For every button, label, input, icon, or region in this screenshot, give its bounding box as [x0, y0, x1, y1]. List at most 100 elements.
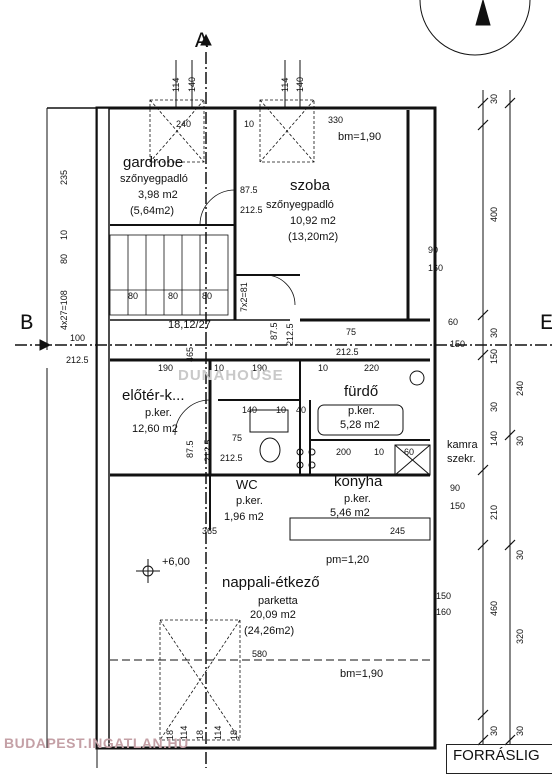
room-furdo-name: fürdő — [344, 383, 379, 400]
room-szoba-area-gross: (13,20m2) — [288, 231, 339, 243]
site-watermark: BUDAPEST.INGATLAN.HU — [4, 735, 189, 751]
room-nappali-area-gross: (24,26m2) — [244, 625, 295, 637]
dim-87-5-c: 87.5 — [185, 440, 195, 458]
dim-240: 240 — [176, 119, 192, 129]
axis-label-b-right: E — [540, 311, 552, 336]
dim-160-a: 160 — [428, 263, 444, 273]
dim-150-b: 150 — [450, 501, 466, 511]
dim-right-460: 460 — [489, 600, 499, 616]
dim-top-114a: 114 — [171, 77, 181, 92]
dim-right-30-g: 30 — [515, 725, 525, 736]
kamra-label-2: szekr. — [447, 453, 476, 465]
room-nappali-floor: parketta — [258, 595, 298, 607]
bm-top-annotation: bm=1,90 — [338, 131, 382, 143]
dim-10: 10 — [244, 119, 255, 129]
dim-right-30-e: 30 — [515, 549, 525, 560]
dim-80: 80 — [59, 253, 69, 264]
dim-220: 220 — [364, 363, 380, 373]
dim-right-140: 140 — [489, 430, 499, 446]
dim-40: 40 — [296, 405, 307, 415]
dim-10-d: 10 — [318, 363, 329, 373]
dim-90-a: 90 — [428, 245, 439, 255]
dim-right-240: 240 — [515, 380, 525, 396]
room-eloter-floor: p.ker. — [145, 407, 172, 419]
room-eloter-name: előtér-k... — [122, 387, 185, 404]
dim-80-b: 80 — [168, 291, 179, 301]
dunahouse-watermark: DUNAHOUSE — [178, 367, 284, 384]
bm-bottom-annotation: bm=1,90 — [340, 668, 384, 680]
dim-140-a: 140 — [242, 405, 258, 415]
room-konyha-floor: p.ker. — [344, 493, 371, 505]
dim-right-400: 400 — [489, 206, 499, 222]
dim-235: 235 — [59, 169, 69, 185]
dim-right-30-a: 30 — [489, 93, 499, 104]
dim-right-30-c: 30 — [489, 401, 499, 412]
room-szoba-area: 10,92 m2 — [290, 215, 336, 227]
dim-7x2: 7x2=81 — [239, 282, 249, 312]
room-wc-area: 1,96 m2 — [224, 511, 264, 523]
dim-right-150: 150 — [489, 348, 499, 364]
kamra-label: kamra — [447, 439, 478, 451]
dim-80-a: 80 — [128, 291, 139, 301]
dim-87-5-a: 87.5 — [240, 185, 258, 195]
dim-365: 365 — [202, 526, 218, 536]
dim-10-b: 10 — [59, 229, 69, 240]
dim-200: 200 — [336, 447, 352, 457]
room-szoba-name: szoba — [290, 177, 331, 194]
dim-580: 580 — [252, 649, 268, 659]
room-nappali-area: 20,09 m2 — [250, 609, 296, 621]
room-konyha-name: konyha — [334, 473, 383, 490]
room-eloter-area: 12,60 m2 — [132, 423, 178, 435]
room-wc-floor: p.ker. — [236, 495, 263, 507]
dim-top-140a: 140 — [187, 76, 197, 92]
dim-10-f: 10 — [374, 447, 385, 457]
dim-245: 245 — [390, 526, 406, 536]
dim-160-b: 160 — [436, 607, 452, 617]
axis-label-a: A — [195, 29, 209, 54]
room-wc-name: WC — [236, 477, 258, 492]
dim-60-a: 60 — [404, 447, 415, 457]
dim-10-c: 10 — [214, 363, 225, 373]
dim-212-5-d: 212.5 — [285, 323, 295, 346]
dim-87-5-b: 87.5 — [269, 322, 279, 340]
dim-80-c: 80 — [202, 291, 213, 301]
room-furdo-area: 5,28 m2 — [340, 419, 380, 431]
room-gardrobe-floor: szőnyegpadló — [120, 173, 188, 185]
dim-190-b: 190 — [252, 363, 268, 373]
dim-60-b: 60 — [448, 317, 459, 327]
dim-75-b: 75 — [232, 433, 243, 443]
dim-top-114b: 114 — [280, 77, 290, 92]
room-furdo-floor: p.ker. — [348, 405, 375, 417]
dim-4x27: 4x27=108 — [59, 290, 69, 330]
dim-212-5-c: 212.5 — [336, 347, 359, 357]
level-marker: +6,00 — [162, 556, 190, 568]
dim-75-a: 75 — [346, 327, 357, 337]
title-block: FORRÁSLIG — [446, 744, 552, 774]
dim-right-320: 320 — [515, 628, 525, 644]
dim-bottom-18-c: 18 — [229, 729, 239, 740]
pm-annotation: pm=1,20 — [326, 554, 370, 566]
room-gardrobe-name: gardrobe — [123, 154, 184, 171]
room-szoba-floor: szőnyegpadló — [266, 199, 334, 211]
dim-465: 465 — [185, 346, 195, 362]
room-gardrobe-area: 3,98 m2 — [138, 189, 178, 201]
room-nappali-name: nappali-étkező — [222, 574, 320, 591]
dim-150-a: 150 — [450, 339, 466, 349]
dim-bottom-18-b: 18 — [195, 729, 205, 740]
dim-330: 330 — [328, 115, 344, 125]
dim-212-5-e: 212.5 — [220, 453, 243, 463]
dim-212-5-f: 212.5 — [203, 439, 213, 462]
dim-right-30-f: 30 — [489, 725, 499, 736]
dim-bottom-114-b: 114 — [213, 725, 223, 740]
dim-90-b: 90 — [450, 483, 461, 493]
dim-10-e: 10 — [276, 405, 287, 415]
dim-right-210: 210 — [489, 504, 499, 520]
dim-100: 100 — [70, 333, 86, 343]
axis-label-b: B — [20, 311, 34, 336]
stair-annotation: 18,12/27 — [168, 319, 211, 331]
dim-190-a: 190 — [158, 363, 174, 373]
room-konyha-area: 5,46 m2 — [330, 507, 370, 519]
dim-212-5-a: 212.5 — [240, 205, 263, 215]
dim-right-30-d: 30 — [515, 435, 525, 446]
